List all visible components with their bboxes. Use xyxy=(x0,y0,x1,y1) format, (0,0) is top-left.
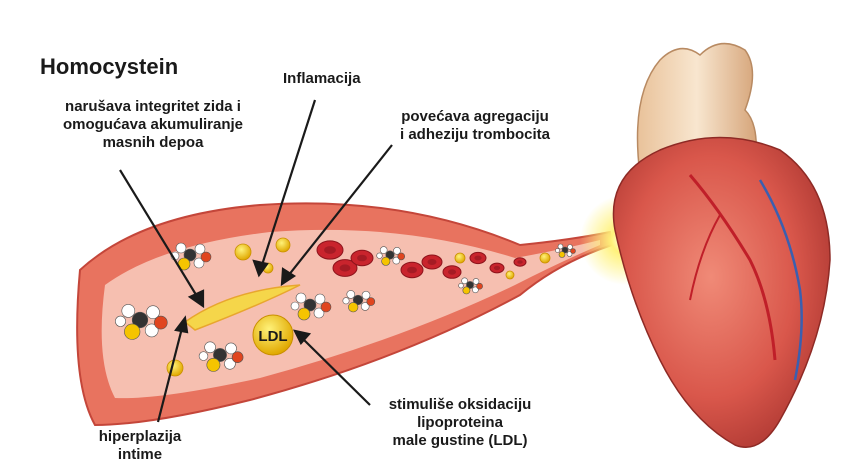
arrow-oxidation xyxy=(301,337,371,406)
homocysteine-molecule xyxy=(290,292,332,321)
red-blood-cell xyxy=(442,265,462,279)
label-hyperplasia-line-2: intime xyxy=(117,446,163,463)
red-blood-cell xyxy=(513,257,527,267)
homocysteine-molecule xyxy=(376,246,406,266)
homocysteine-molecule xyxy=(458,277,483,295)
lipid-particle xyxy=(454,252,466,264)
ldl-badge-text: LDL xyxy=(258,328,287,345)
plaque-deposit xyxy=(183,284,301,331)
lipid-particle xyxy=(234,243,252,261)
label-oxidation-line-3: male gustine (LDL) xyxy=(392,432,528,449)
arrow-head-platelets xyxy=(280,267,297,287)
label-hyperplasia-line-1: hiperplazija xyxy=(98,428,182,445)
red-blood-cell xyxy=(332,259,358,277)
coronary-branch xyxy=(689,214,721,301)
red-blood-cell xyxy=(350,249,374,267)
red-blood-cells xyxy=(316,240,527,279)
coronary-artery xyxy=(688,174,777,361)
homocysteine-molecule xyxy=(555,243,576,258)
label-hyperplasia: hiperplazija intime xyxy=(85,428,195,464)
homocysteine-molecules xyxy=(115,242,576,372)
red-blood-cell xyxy=(469,251,487,265)
label-inflammation: Inflamacija xyxy=(283,70,361,87)
lipid-particle xyxy=(505,270,515,280)
red-blood-cell xyxy=(421,254,443,270)
label-oxidation: stimuliše oksidaciju lipoproteina male g… xyxy=(370,396,550,450)
label-wall-integrity-line-3: masnih depoa xyxy=(102,134,204,151)
lipid-particle xyxy=(275,237,291,253)
homocysteine-molecule xyxy=(342,290,376,313)
arrow-wall-integrity xyxy=(119,169,199,299)
arrow-inflammation xyxy=(260,99,317,266)
homocysteine-molecule xyxy=(115,304,168,340)
red-blood-cell xyxy=(489,262,505,274)
heart xyxy=(612,136,831,448)
red-blood-cell xyxy=(400,261,424,279)
homocysteine-molecule xyxy=(198,341,244,372)
label-wall-integrity-line-2: omogućava akumuliranje xyxy=(62,116,244,133)
lipid-particle xyxy=(539,252,551,264)
label-oxidation-line-1: stimuliše oksidaciju xyxy=(388,396,532,413)
label-platelets-line-2: i adheziju trombocita xyxy=(399,126,550,143)
arrow-head-oxidation xyxy=(292,329,312,345)
arrow-hyperplasia xyxy=(156,327,184,423)
arrow-head-inflammation xyxy=(252,259,269,278)
coronary-vein xyxy=(758,179,803,381)
arrow-head-wall-integrity xyxy=(187,289,205,309)
label-wall-integrity-line-1: narušava integritet zida i xyxy=(65,98,241,115)
ldl-particle xyxy=(252,314,294,356)
label-platelets-line-1: povećava agregaciju xyxy=(401,108,549,125)
label-oxidation-line-2: lipoproteina xyxy=(417,414,503,431)
label-platelets: povećava agregaciju i adheziju trombocit… xyxy=(385,108,565,144)
label-wall-integrity: narušava integritet zida i omogućava aku… xyxy=(38,98,268,152)
arrow-platelets xyxy=(287,144,393,277)
leader-lines xyxy=(119,99,393,423)
diagram-title: Homocystein xyxy=(40,54,179,79)
arrow-head-hyperplasia xyxy=(174,315,189,334)
red-blood-cell xyxy=(316,240,344,260)
